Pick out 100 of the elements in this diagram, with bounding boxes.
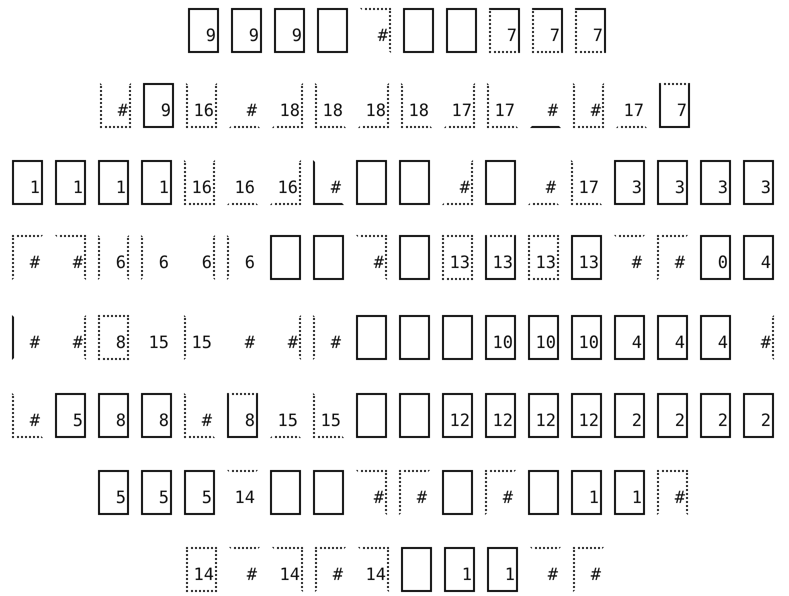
empty-cell	[356, 160, 387, 205]
empty-cell	[446, 8, 477, 53]
numbered-cell: #	[356, 470, 387, 515]
numbered-cell: #	[315, 547, 346, 592]
numbered-cell: #	[12, 393, 43, 438]
numbered-cell: 13	[528, 235, 559, 280]
numbered-cell: 12	[571, 393, 602, 438]
numbered-cell: 10	[485, 315, 516, 360]
numbered-cell: 1	[141, 160, 172, 205]
numbered-cell: 7	[532, 8, 563, 53]
numbered-cell: 6	[141, 235, 172, 280]
numbered-cell: 2	[614, 393, 645, 438]
numbered-cell: 10	[528, 315, 559, 360]
empty-cell	[356, 315, 387, 360]
empty-cell	[399, 393, 430, 438]
numbered-cell: #	[657, 470, 688, 515]
numbered-cell: #	[573, 547, 604, 592]
numbered-cell: 3	[614, 160, 645, 205]
empty-cell	[313, 470, 344, 515]
empty-cell	[442, 315, 473, 360]
numbered-cell: 2	[743, 393, 774, 438]
empty-cell	[485, 160, 516, 205]
numbered-cell: #	[360, 8, 391, 53]
numbered-cell: #	[743, 315, 774, 360]
empty-cell	[399, 160, 430, 205]
numbered-cell: 3	[700, 160, 731, 205]
numbered-cell: 8	[141, 393, 172, 438]
numbered-cell: 18	[401, 83, 432, 128]
numbered-cell: #	[356, 235, 387, 280]
numbered-cell: #	[184, 393, 215, 438]
numbered-cell: 17	[444, 83, 475, 128]
numbered-cell: 1	[12, 160, 43, 205]
empty-cell	[442, 470, 473, 515]
numbered-cell: 4	[614, 315, 645, 360]
numbered-cell: 7	[575, 8, 606, 53]
numbered-cell: 5	[184, 470, 215, 515]
numbered-cell: 9	[143, 83, 174, 128]
numbered-cell: 18	[272, 83, 303, 128]
numbered-cell: 1	[98, 160, 129, 205]
numbered-cell: 15	[313, 393, 344, 438]
numbered-cell: 17	[571, 160, 602, 205]
numbered-cell: #	[399, 470, 430, 515]
numbered-cell: 8	[98, 315, 129, 360]
numbered-cell: 14	[272, 547, 303, 592]
numbered-cell: 1	[614, 470, 645, 515]
numbered-cell: 6	[98, 235, 129, 280]
numbered-cell: #	[12, 315, 43, 360]
numbered-cell: 12	[442, 393, 473, 438]
numbered-cell: 5	[98, 470, 129, 515]
numbered-cell: #	[12, 235, 43, 280]
numbered-cell: 12	[528, 393, 559, 438]
numbered-cell: #	[229, 83, 260, 128]
empty-cell	[270, 235, 301, 280]
empty-cell	[313, 235, 344, 280]
numbered-cell: 9	[188, 8, 219, 53]
numbered-cell: 7	[659, 83, 690, 128]
numbered-cell: 16	[184, 160, 215, 205]
numbered-cell: 9	[231, 8, 262, 53]
numbered-cell: 13	[442, 235, 473, 280]
numbered-cell: 2	[657, 393, 688, 438]
numbered-cell: 17	[487, 83, 518, 128]
numbered-cell: 4	[700, 315, 731, 360]
numbered-cell: #	[313, 315, 344, 360]
numbered-cell: 1	[55, 160, 86, 205]
numbered-cell: 13	[485, 235, 516, 280]
numbered-cell: 8	[98, 393, 129, 438]
numbered-cell: 10	[571, 315, 602, 360]
empty-cell	[399, 235, 430, 280]
numbered-cell: 0	[700, 235, 731, 280]
numbered-cell: #	[573, 83, 604, 128]
numbered-cell: 4	[657, 315, 688, 360]
numbered-cell: 15	[270, 393, 301, 438]
numbered-cell: 4	[743, 235, 774, 280]
numbered-cell: 9	[274, 8, 305, 53]
numbered-cell: #	[55, 235, 86, 280]
numbered-cell: #	[530, 83, 561, 128]
numbered-cell: 8	[227, 393, 258, 438]
numbered-cell: #	[55, 315, 86, 360]
numbered-cell: #	[270, 315, 301, 360]
empty-cell	[528, 470, 559, 515]
numbered-cell: 6	[227, 235, 258, 280]
numbered-cell: 14	[186, 547, 217, 592]
empty-cell	[356, 393, 387, 438]
numbered-cell: 1	[571, 470, 602, 515]
numbered-cell: 14	[227, 470, 258, 515]
empty-cell	[270, 470, 301, 515]
cell-number: #	[227, 315, 258, 360]
numbered-cell: 16	[227, 160, 258, 205]
numbered-cell: #	[313, 160, 344, 205]
numbered-cell: 1	[444, 547, 475, 592]
empty-cell	[317, 8, 348, 53]
numbered-cell: 5	[141, 470, 172, 515]
empty-cell	[399, 315, 430, 360]
numbered-cell: 16	[270, 160, 301, 205]
cell-number: 15	[141, 315, 172, 360]
numbered-cell: #	[229, 547, 260, 592]
numbered-cell: 3	[657, 160, 688, 205]
numbered-cell: #	[100, 83, 131, 128]
numbered-cell: #	[528, 160, 559, 205]
numbered-cell: #	[614, 235, 645, 280]
